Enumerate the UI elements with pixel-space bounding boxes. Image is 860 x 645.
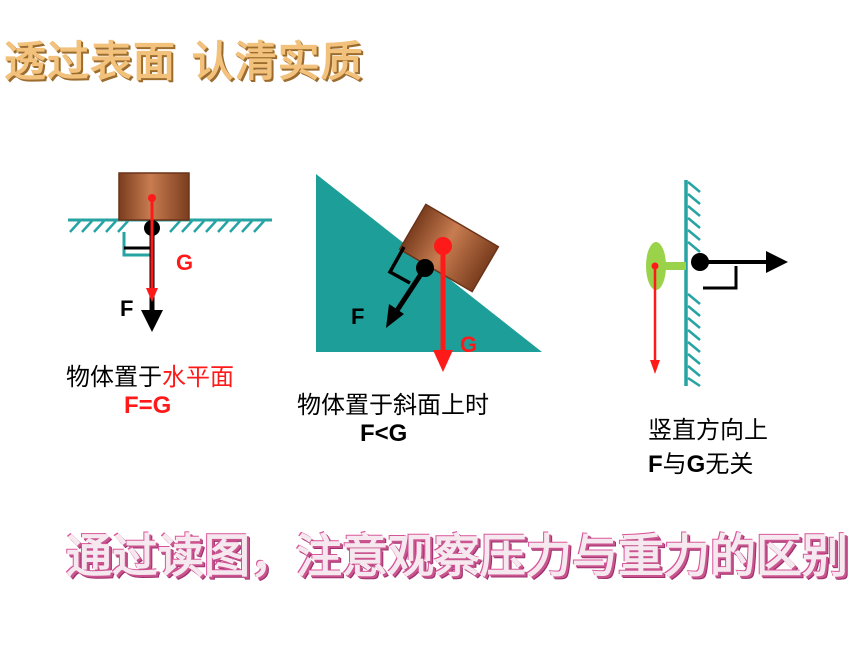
- relation-incline: F<G: [360, 420, 408, 447]
- caption-wall-f: F: [648, 451, 663, 478]
- label-f-horizontal: F: [120, 296, 134, 321]
- label-g-horizontal: G: [176, 250, 194, 275]
- panel-vertical-wall: [646, 180, 788, 388]
- caption-wall-line2: F与G无关: [648, 444, 753, 479]
- slide-title: 透过表面 认清实质: [4, 37, 364, 86]
- horizontal-ground: [68, 218, 272, 257]
- label-g-incline: G: [460, 332, 478, 357]
- caption-horizontal-highlight: 水平面: [162, 363, 234, 391]
- panel-incline: [316, 174, 542, 372]
- relation-horizontal: F=G: [124, 392, 172, 419]
- label-f-incline: F: [351, 304, 365, 329]
- caption-horizontal-prefix: 物体置于: [66, 363, 162, 391]
- caption-horizontal: 物体置于水平面: [66, 357, 234, 392]
- panel-horizontal: [68, 172, 272, 332]
- caption-wall-unrelated: 无关: [705, 450, 754, 478]
- caption-wall-with: 与: [662, 450, 687, 478]
- caption-wall-line1: 竖直方向上: [648, 416, 768, 444]
- caption-incline: 物体置于斜面上时: [297, 391, 489, 419]
- bottom-instruction: 通过读图，注意观察压力与重力的区别: [66, 529, 848, 583]
- caption-wall-g: G: [686, 451, 706, 478]
